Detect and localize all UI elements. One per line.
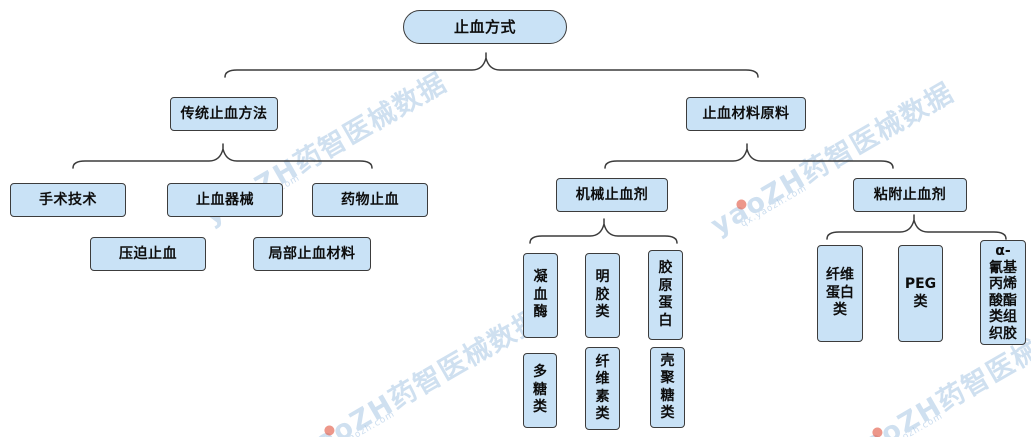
watermark: yaoZH药智医械数据 qx.yaozh.com bbox=[290, 297, 548, 437]
node-fibrin: 纤维 蛋白 类 bbox=[817, 245, 863, 342]
watermark-dot-icon bbox=[322, 423, 337, 437]
node-adhesive-hemostats: 粘附止血剂 bbox=[853, 178, 967, 212]
node-chitosan: 壳 聚 糖 类 bbox=[650, 347, 685, 428]
node-mechanical-hemostats: 机械止血剂 bbox=[556, 178, 668, 212]
node-traditional-methods: 传统止血方法 bbox=[170, 97, 278, 131]
node-polysaccharide: 多 糖 类 bbox=[523, 353, 557, 428]
brace-traditional bbox=[72, 143, 373, 169]
node-thrombin: 凝 血 酶 bbox=[523, 253, 558, 338]
brace-mechanical bbox=[529, 218, 678, 244]
brace-materials bbox=[604, 143, 894, 169]
node-root: 止血方式 bbox=[403, 10, 567, 44]
node-peg: PEG 类 bbox=[898, 245, 943, 342]
watermark-url: qx.yaozh.com bbox=[739, 183, 810, 230]
node-hemostatic-instruments: 止血器械 bbox=[167, 183, 283, 217]
watermark-dot-icon bbox=[734, 197, 749, 212]
node-drug-hemostasis: 药物止血 bbox=[312, 183, 428, 217]
node-cyanoacrylate-tissue-glue: α- 氰基 丙烯 酸酯 类组 织胶 bbox=[980, 240, 1026, 345]
node-cellulose: 纤 维 素 类 bbox=[585, 347, 620, 430]
brace-adhesive bbox=[826, 214, 1007, 240]
node-gelatin: 明 胶 类 bbox=[585, 253, 620, 338]
watermark-dot-icon bbox=[870, 425, 885, 437]
watermark-text: yaoZH药智医械数据 bbox=[293, 303, 548, 437]
node-surgical-technique: 手术技术 bbox=[10, 183, 126, 217]
node-collagen: 胶 原 蛋 白 bbox=[648, 250, 683, 340]
node-local-hemostatic-materials: 局部止血材料 bbox=[253, 237, 371, 271]
watermark-url: qx.yaozh.com bbox=[875, 411, 946, 437]
watermark-url: qx.yaozh.com bbox=[327, 409, 398, 437]
node-compression-hemostasis: 压迫止血 bbox=[90, 237, 206, 271]
node-material-sources: 止血材料原料 bbox=[686, 97, 806, 131]
brace-root bbox=[224, 52, 759, 78]
